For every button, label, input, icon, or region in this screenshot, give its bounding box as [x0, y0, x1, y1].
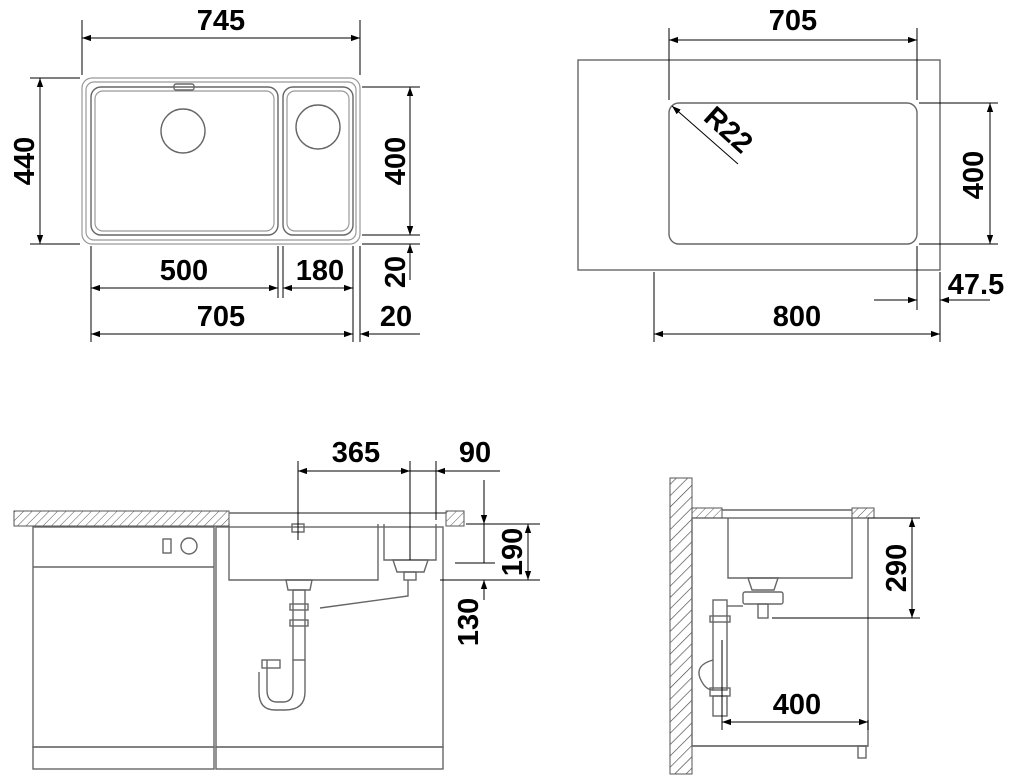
side-countertop [691, 507, 723, 519]
dim-small-drain-distance: 90 [459, 437, 491, 469]
dim-bowl-depth: 190 [497, 528, 529, 576]
dim-main-bowl-width: 500 [160, 255, 208, 287]
top-view-sink: 745 440 400 20 500 180 705 20 [9, 5, 420, 342]
side-siphon-trap [698, 659, 714, 691]
wall [669, 477, 693, 775]
small-bowl [282, 86, 354, 236]
dishwasher-panel-icon [162, 538, 172, 554]
dishwasher [32, 526, 215, 748]
top-view-cutout: 705 R22 400 800 47.5 [577, 5, 1004, 342]
dim-corner-radius: R22 [698, 101, 759, 160]
cabinet-outline [577, 59, 941, 271]
dim-cutout-height: 400 [958, 151, 990, 199]
dim-bowls-total: 705 [197, 301, 245, 333]
dim-small-bowl-width: 180 [296, 255, 344, 287]
dim-width-total: 745 [197, 5, 245, 37]
small-drain-icon [295, 104, 341, 150]
dim-cutout-width: 705 [769, 5, 817, 37]
dim-cabinet-width: 800 [773, 301, 821, 333]
main-bowl [90, 86, 279, 236]
dim-wall-distance: 400 [773, 689, 821, 721]
dim-drain-height: 130 [453, 598, 485, 646]
dim-edge-bottom: 20 [380, 256, 412, 288]
front-view: 365 90 190 130 [13, 437, 540, 770]
dim-drain-distance: 365 [332, 437, 380, 469]
dim-edge-right: 20 [380, 301, 412, 333]
cutout-outline [668, 102, 918, 245]
dim-bowl-height: 400 [380, 137, 412, 185]
countertop-right [445, 510, 465, 527]
side-view: 290 400 [669, 477, 920, 775]
drain-pipe [292, 589, 306, 661]
side-bowl [727, 518, 853, 579]
countertop-left [13, 510, 230, 527]
dim-height-total: 440 [9, 137, 41, 185]
dim-side-depth: 290 [881, 544, 913, 592]
siphon-trap [266, 660, 294, 703]
sink-outline [81, 77, 361, 245]
main-drain-icon [160, 108, 206, 154]
dim-offset: 47.5 [948, 269, 1004, 301]
dishwasher-knob-icon [180, 537, 198, 555]
